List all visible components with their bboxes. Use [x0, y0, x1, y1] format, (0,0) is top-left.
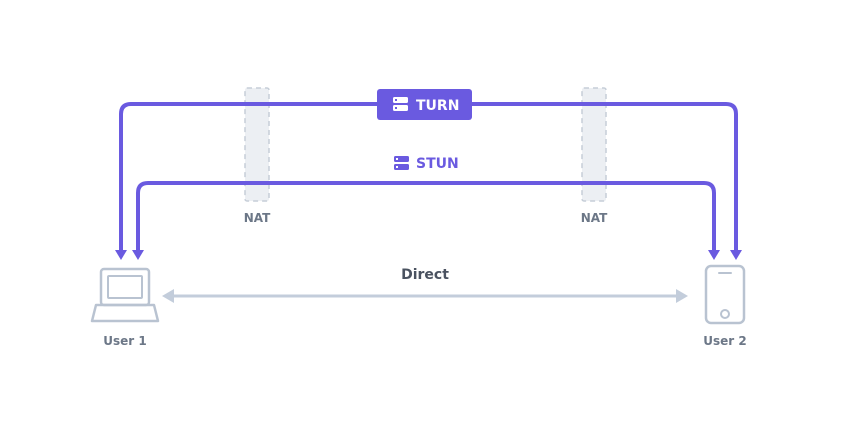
stun-arrow-user2 — [708, 250, 720, 260]
turn-badge: TURN — [377, 89, 472, 120]
turn-badge-bg — [377, 89, 472, 120]
turn-arrow-user1 — [115, 250, 127, 260]
direct-arrow-right — [676, 289, 688, 303]
laptop-icon — [90, 267, 160, 323]
stun-path — [136, 181, 716, 250]
nat-right: NAT — [581, 87, 608, 225]
user2-node: User 2 — [703, 264, 747, 348]
turn-label: TURN — [416, 98, 459, 114]
nat-left: NAT — [244, 87, 271, 225]
direct-arrow-left — [162, 289, 174, 303]
nat-left-barrier — [244, 87, 270, 202]
nat-left-label: NAT — [244, 211, 271, 225]
direct-path-group: Direct — [162, 267, 688, 303]
user1-node: User 1 — [90, 267, 160, 348]
stun-badge: STUN — [394, 156, 459, 172]
server-icon — [393, 97, 408, 111]
turn-arrow-user2 — [730, 250, 742, 260]
direct-label: Direct — [401, 267, 449, 283]
stun-arrow-user1 — [132, 250, 144, 260]
user2-label: User 2 — [703, 334, 746, 348]
turn-path — [119, 102, 738, 250]
nat-right-label: NAT — [581, 211, 608, 225]
server-icon — [394, 156, 409, 170]
nat-right-barrier — [581, 87, 607, 202]
stun-label: STUN — [416, 156, 459, 172]
phone-icon — [704, 264, 746, 325]
user1-label: User 1 — [103, 334, 146, 348]
